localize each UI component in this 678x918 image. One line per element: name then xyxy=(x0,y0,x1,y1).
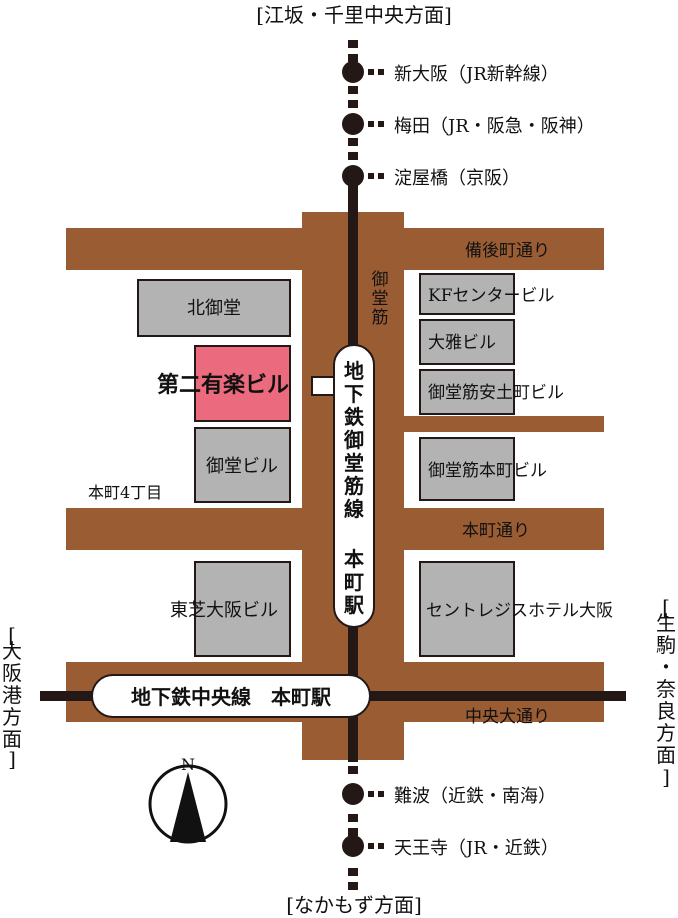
street-bingo-machi: 備後町通り xyxy=(465,241,550,261)
svg-text:筋: 筋 xyxy=(372,308,389,328)
svg-text:堂: 堂 xyxy=(344,451,364,475)
svg-text:]: ] xyxy=(662,765,670,789)
svg-text:駅: 駅 xyxy=(343,593,364,617)
svg-text:]: ] xyxy=(8,747,16,771)
svg-text:大: 大 xyxy=(2,639,22,663)
svg-text:下: 下 xyxy=(344,382,364,406)
station-tennoji-marker[interactable] xyxy=(342,835,384,857)
svg-text:方: 方 xyxy=(656,721,676,745)
street-midosuji: 御 堂 筋 xyxy=(372,270,389,328)
svg-text:面: 面 xyxy=(2,727,22,751)
label-kita-mido: 北御堂 xyxy=(187,298,241,319)
building-taiga[interactable] xyxy=(419,319,515,365)
compass-north-label: N xyxy=(181,755,195,774)
building-daini-yuraku[interactable] xyxy=(194,345,291,422)
svg-text:面: 面 xyxy=(656,743,676,767)
direction-west: [ 大 阪 港 方 面 ] xyxy=(2,623,22,771)
station-namba[interactable]: 難波（近鉄・南海） xyxy=(394,786,556,807)
station-markers xyxy=(342,61,384,857)
road-side-east xyxy=(404,416,604,432)
svg-text:[: [ xyxy=(662,595,670,619)
svg-text:町: 町 xyxy=(344,570,364,594)
svg-text:御: 御 xyxy=(343,428,364,452)
labels: [江坂・千里中央方面] [なかもず方面] [ 大 阪 港 方 面 ] [ 生 駒… xyxy=(2,3,676,917)
building-kf-center[interactable] xyxy=(419,273,515,315)
station-namba-marker[interactable] xyxy=(342,783,384,805)
svg-text:阪: 阪 xyxy=(2,661,22,685)
svg-text:・: ・ xyxy=(656,655,676,679)
svg-text:[: [ xyxy=(8,623,16,647)
station-umeda[interactable]: 梅田（JR・阪急・阪神） xyxy=(394,116,595,137)
svg-text:方: 方 xyxy=(2,705,22,729)
svg-text:地: 地 xyxy=(344,359,364,383)
svg-text:生: 生 xyxy=(656,611,676,635)
label-toshiba: 東芝大阪ビル xyxy=(170,600,278,621)
label-honmachi-4chome: 本町4丁目 xyxy=(88,483,162,502)
direction-south: [なかもず方面] xyxy=(286,893,422,917)
station-tennoji[interactable]: 天王寺（JR・近鉄） xyxy=(394,838,559,859)
label-mido-honmachi: 御堂筋本町ビル xyxy=(428,461,547,481)
label-kf-center: KFセンタービル xyxy=(428,286,555,306)
svg-text:鉄: 鉄 xyxy=(344,405,364,429)
label-midosuji-line-station: 地 下 鉄 御 堂 筋 線 本 町 駅 xyxy=(343,359,364,617)
svg-text:奈: 奈 xyxy=(656,677,676,701)
building-mido[interactable] xyxy=(194,427,291,503)
label-chuo-line-station: 地下鉄中央線 本町駅 xyxy=(131,685,331,709)
label-st-regis: セントレジスホテル大阪 xyxy=(426,601,613,621)
building-toshiba-osaka[interactable] xyxy=(194,561,291,657)
station-shin-osaka-marker[interactable] xyxy=(342,61,384,83)
svg-text:本: 本 xyxy=(344,547,364,571)
svg-text:駒: 駒 xyxy=(656,633,676,657)
honmachi-station-chuo[interactable] xyxy=(91,674,371,718)
buildings xyxy=(137,273,515,657)
svg-text:筋: 筋 xyxy=(344,474,364,498)
svg-text:堂: 堂 xyxy=(372,289,389,309)
midosuji-south-dashes xyxy=(348,766,358,890)
building-mido-azuchi[interactable] xyxy=(419,369,515,415)
svg-text:線: 線 xyxy=(344,497,364,521)
honmachi-station-midosuji[interactable] xyxy=(311,344,375,628)
label-mido: 御堂ビル xyxy=(206,456,278,477)
street-honmachi: 本町通り xyxy=(462,521,530,541)
label-mido-azuchi: 御堂筋安土町ビル xyxy=(428,383,564,403)
building-st-regis[interactable] xyxy=(419,561,515,657)
building-kita-mido[interactable] xyxy=(137,279,291,337)
label-taiga: 大雅ビル xyxy=(428,333,496,353)
station-yodoyabashi-marker[interactable] xyxy=(342,165,384,187)
svg-text:港: 港 xyxy=(2,683,22,707)
compass: N xyxy=(148,755,228,844)
midosuji-north-dashes xyxy=(348,40,358,160)
direction-north: [江坂・千里中央方面] xyxy=(256,3,452,27)
compass-arrow-icon xyxy=(170,772,206,842)
direction-east: [ 生 駒 ・ 奈 良 方 面 ] xyxy=(656,595,676,789)
label-daini-yuraku: 第二有楽ビル xyxy=(157,372,289,398)
svg-text:良: 良 xyxy=(656,699,676,723)
building-mido-honmachi[interactable] xyxy=(419,437,515,501)
station-shin-osaka[interactable]: 新大阪（JR新幹線） xyxy=(394,64,559,85)
station-yodoyabashi[interactable]: 淀屋橋（京阪） xyxy=(394,168,520,189)
station-umeda-marker[interactable] xyxy=(342,113,384,135)
street-chuo-odori: 中央大通り xyxy=(465,707,550,727)
svg-text:御: 御 xyxy=(372,270,389,290)
